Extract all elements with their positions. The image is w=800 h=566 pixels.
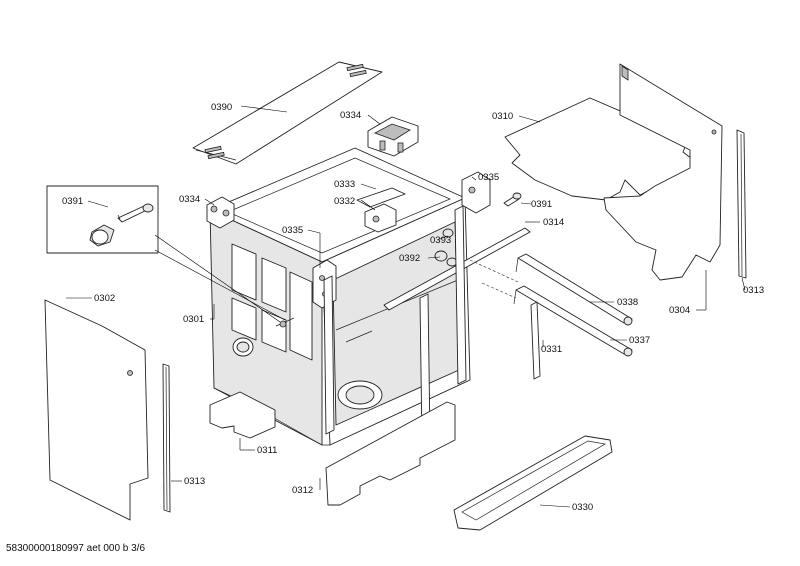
- label-0312: 0312: [292, 485, 313, 496]
- label-0332: 0332: [334, 196, 355, 207]
- label-0391b: 0391: [531, 199, 552, 210]
- part-0391-screw-inset: [46, 185, 159, 254]
- part-0314-frame-rails: [323, 205, 531, 445]
- part-0330-tray: [453, 435, 613, 531]
- label-0333: 0333: [334, 179, 355, 190]
- part-0302-front-panel: [44, 299, 149, 521]
- label-0313b: 0313: [184, 476, 205, 487]
- leader-lines: [66, 105, 746, 508]
- label-0331: 0331: [541, 344, 562, 355]
- align-line-1: [469, 259, 519, 283]
- align-line-2: [481, 282, 517, 299]
- part-0337-rod: [513, 285, 633, 357]
- label-0302: 0302: [94, 293, 115, 304]
- label-0337: 0337: [629, 335, 650, 346]
- label-0335b: 0335: [282, 225, 303, 236]
- part-0304-side-panel: [603, 63, 723, 281]
- label-0313a: 0313: [743, 285, 764, 296]
- part-0312-base: [325, 401, 456, 506]
- label-0310: 0310: [492, 111, 513, 122]
- label-0304: 0304: [669, 305, 690, 316]
- part-0335-bracket-right: [461, 171, 491, 214]
- label-0330: 0330: [572, 502, 593, 513]
- callout-labels: 0390 0334 0310 0391 0334 0333 0335 0332 …: [62, 102, 764, 513]
- label-0301: 0301: [183, 314, 204, 325]
- label-0314: 0314: [543, 217, 564, 228]
- document-footer: 58300000180997 aet 000 b 3/6: [6, 543, 146, 554]
- part-0391-screw-right: [503, 192, 522, 207]
- label-0338: 0338: [617, 297, 638, 308]
- label-0390: 0390: [211, 102, 232, 113]
- label-0334a: 0334: [340, 110, 361, 121]
- label-0392: 0392: [399, 253, 420, 264]
- part-0311-base: [209, 391, 276, 439]
- part-0313-strip-left: [162, 363, 171, 513]
- part-0333-0332-hinge: [356, 187, 406, 233]
- label-0391a: 0391: [62, 196, 83, 207]
- label-0335a: 0335: [478, 172, 499, 183]
- part-0334-bracket-top: [367, 116, 419, 157]
- part-0301-tub-body: [209, 147, 471, 446]
- label-0311: 0311: [257, 445, 277, 456]
- part-0390-top-plate: [192, 61, 383, 165]
- part-0331-rod: [530, 301, 541, 380]
- label-0334b: 0334: [179, 194, 200, 205]
- label-0393: 0393: [430, 235, 451, 246]
- part-0338-rod: [515, 253, 633, 326]
- part-0313-strip-right: [736, 129, 747, 279]
